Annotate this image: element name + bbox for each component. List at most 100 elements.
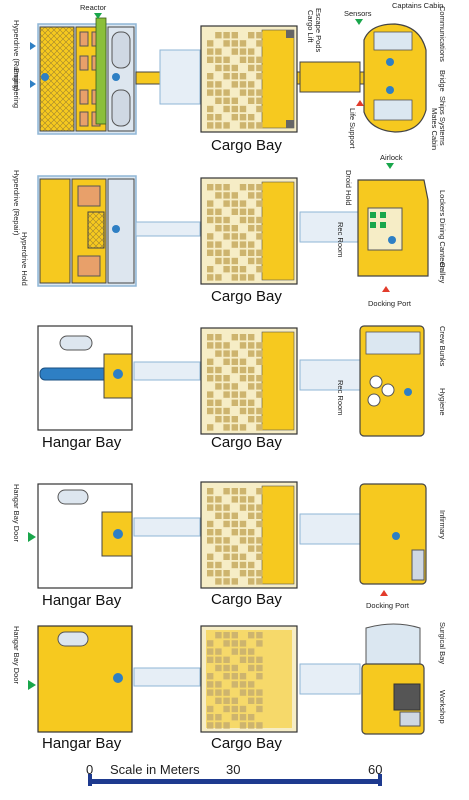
cargo-crate (207, 714, 214, 721)
cargo-crate (231, 358, 238, 365)
cargo-crates-3 (207, 334, 263, 431)
label-dining-canteen: Dining Canteen (438, 218, 447, 270)
cargo-crate (239, 714, 247, 721)
cargo-crate (231, 366, 238, 374)
cargo-crate (207, 681, 214, 688)
cargo-crate (248, 383, 255, 390)
cargo-crate (223, 664, 230, 672)
cargo-bay-label-1: Cargo Bay (211, 137, 282, 154)
cargo-crate (215, 399, 222, 406)
label-captains-cabin: Captains Cabin (392, 1, 443, 10)
cargo-bay-label-2: Cargo Bay (211, 288, 282, 305)
cargo-crate (256, 689, 263, 696)
cargo-crate (223, 705, 230, 713)
cargo-crate (239, 105, 247, 113)
cargo-crate (256, 416, 263, 423)
cargo-crate (207, 570, 214, 577)
cargo-crate (256, 722, 263, 729)
cargo-crate (223, 689, 230, 696)
cargo-crate (248, 64, 255, 72)
label-life-support: Life Support (348, 108, 357, 149)
cargo-crate (231, 632, 238, 639)
cargo-crate (248, 56, 255, 63)
cargo-crate (231, 488, 238, 495)
cargo-crate (239, 358, 247, 365)
cargo-crate (248, 122, 255, 129)
cargo-crate (248, 722, 255, 729)
cargo-crate (223, 375, 230, 382)
cargo-crate (223, 249, 230, 256)
hangar-bay-label-4: Hangar Bay (42, 592, 122, 609)
cargo-crate (231, 714, 238, 721)
cargo-crate (223, 342, 230, 349)
cargo-crate (256, 375, 263, 382)
arrow-hyperdrive-icon (30, 42, 36, 50)
label-infirmary: Infirmary (438, 510, 447, 539)
cargo-crate (256, 32, 263, 39)
cargo-crate (231, 664, 238, 672)
cargo-crate (215, 697, 222, 704)
cargo-crate (239, 266, 247, 273)
cargo-crate (223, 504, 230, 511)
cargo-crate (248, 529, 255, 536)
life-support-marker-icon (356, 100, 364, 106)
cargo-crate (231, 545, 238, 552)
cargo-crate (231, 681, 238, 688)
cargo-crate (248, 545, 255, 552)
cargo-crate (231, 208, 238, 215)
label-docking-port-4: Docking Port (366, 601, 410, 610)
cargo-crate (256, 122, 263, 129)
label-communications: Communications (438, 6, 447, 62)
cargo-crate (231, 200, 238, 207)
cargo-crate (256, 504, 263, 511)
cargo-crate (231, 697, 238, 704)
cargo-crate (223, 73, 230, 80)
cargo-crate (239, 722, 247, 729)
cargo-crate (256, 553, 263, 560)
cargo-crate (207, 122, 214, 129)
cargo-crate (231, 520, 238, 528)
hangar-door-marker-icon-5 (28, 680, 36, 690)
cargo-crate (256, 520, 263, 528)
cargo-crate (248, 656, 255, 663)
cargo-crate (207, 274, 214, 281)
cargo-crate (256, 705, 263, 713)
cargo-crate (239, 520, 247, 528)
cargo-crate (256, 266, 263, 273)
engine-section (37, 17, 137, 135)
cargo-crate (239, 504, 247, 511)
cargo-crate (231, 97, 238, 104)
docking-port-marker-icon-4 (380, 590, 388, 596)
cargo-crate (215, 342, 222, 349)
cargo-crate (231, 40, 238, 47)
cargo-crate (256, 97, 263, 104)
cargo-crate (207, 56, 214, 63)
cargo-crate (207, 216, 214, 224)
reactor-marker-icon (94, 13, 102, 19)
cargo-crate (207, 233, 214, 240)
cargo-crate (215, 48, 222, 55)
cargo-crate (239, 529, 247, 536)
cargo-crate (231, 105, 238, 113)
cargo-crate (239, 89, 247, 96)
scale-tick-60: 60 (368, 762, 382, 777)
cargo-crate (231, 578, 238, 585)
cargo-crate (239, 681, 247, 688)
cargo-crate (231, 241, 238, 248)
cargo-crate (248, 512, 255, 519)
cargo-crate (231, 257, 238, 265)
cargo-crate (256, 40, 263, 47)
cargo-crate (207, 184, 214, 191)
cargo-crate (239, 689, 247, 696)
label-escape-pods: Escape Pods (314, 8, 323, 52)
hangar-bay-label-5: Hangar Bay (42, 735, 122, 752)
cargo-crate (207, 722, 214, 729)
cargo-crate (215, 648, 222, 655)
cargo-crate (239, 56, 247, 63)
cargo-crate (248, 681, 255, 688)
cargo-crate (248, 257, 255, 265)
label-surgical-bay: Surgical Bay (438, 622, 447, 664)
cargo-crate (248, 407, 255, 415)
cargo-crate (207, 648, 214, 655)
cargo-crate (239, 122, 247, 129)
